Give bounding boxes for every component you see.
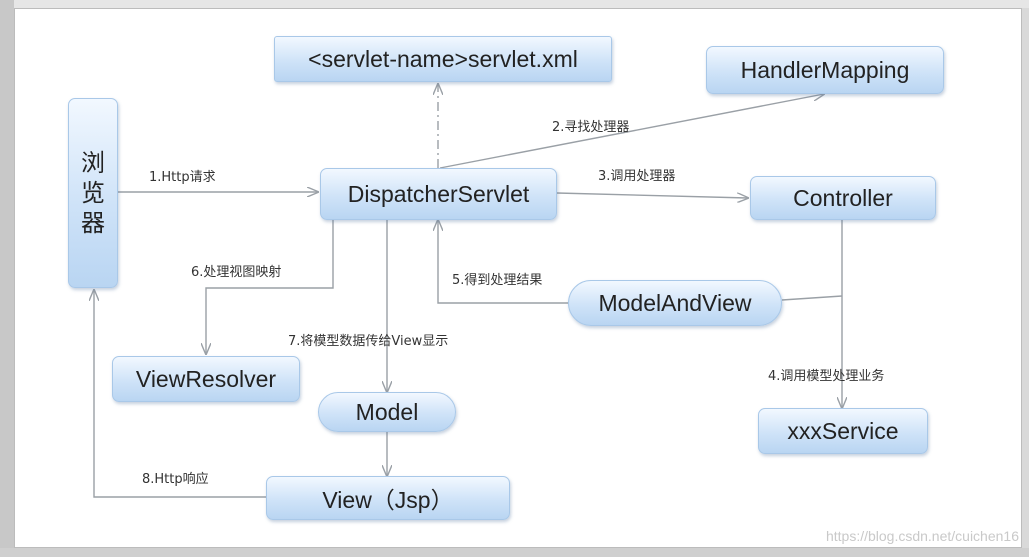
node-dispatcher-servlet: DispatcherServlet — [320, 168, 557, 220]
node-view-jsp: View（Jsp） — [266, 476, 510, 520]
window-left-edge — [0, 0, 14, 557]
edge-1-label: 1.Http请求 — [149, 170, 216, 185]
edge-8-arrow — [94, 290, 266, 498]
edge-6-arrow — [206, 220, 334, 354]
controller-to-modelandview-line — [781, 295, 843, 301]
edge-3-arrow — [556, 192, 748, 198]
node-browser-char-2: 览 — [81, 179, 105, 207]
node-browser: 浏 览 器 — [68, 98, 118, 288]
node-browser-char-3: 器 — [81, 209, 105, 237]
node-browser-char-1: 浏 — [81, 149, 105, 177]
edge-5-label: 5.得到处理结果 — [452, 273, 543, 288]
node-model: Model — [318, 392, 456, 432]
edge-2-arrow — [439, 94, 824, 169]
edge-7-label: 7.将模型数据传给View显示 — [288, 334, 449, 349]
node-view-resolver: ViewResolver — [112, 356, 300, 402]
window-top-edge — [14, 0, 1029, 8]
watermark: https://blog.csdn.net/cuichen16 — [825, 528, 1019, 544]
edge-2-label: 2.寻找处理器 — [552, 120, 630, 135]
node-xxx-service: xxxService — [758, 408, 928, 454]
edge-6-label: 6.处理视图映射 — [191, 265, 282, 280]
node-handler-mapping: HandlerMapping — [706, 46, 944, 94]
window-bottom-edge — [0, 548, 1029, 557]
edge-5-arrow — [438, 220, 568, 304]
node-model-and-view: ModelAndView — [568, 280, 782, 326]
edge-4-label: 4.调用模型处理业务 — [768, 369, 885, 384]
edge-8-label: 8.Http响应 — [142, 472, 209, 487]
node-servlet-xml: <servlet-name>servlet.xml — [274, 36, 612, 82]
node-controller: Controller — [750, 176, 936, 220]
edge-3-label: 3.调用处理器 — [598, 169, 676, 184]
diagram-canvas — [14, 8, 1022, 548]
